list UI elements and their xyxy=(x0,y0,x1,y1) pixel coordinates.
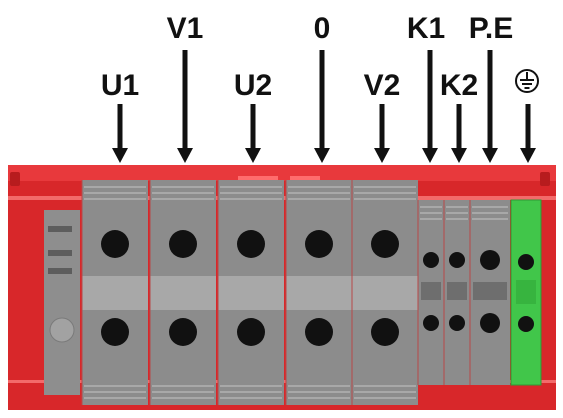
terminal-zero xyxy=(285,180,352,405)
terminal-v1 xyxy=(149,180,216,405)
screw-hole xyxy=(423,252,439,268)
arrow-u2 xyxy=(245,104,261,163)
arrow-u1 xyxy=(112,104,128,163)
screw-hole xyxy=(101,230,129,258)
arrow-zero xyxy=(314,50,330,163)
arrows xyxy=(112,50,536,163)
terminal-k1 xyxy=(417,200,444,385)
terminal-v2 xyxy=(351,180,418,405)
screw-hole xyxy=(449,315,465,331)
label-u2: U2 xyxy=(234,69,272,102)
screw-hole xyxy=(371,230,399,258)
label-pe: P.E xyxy=(469,12,514,45)
ground-terminal xyxy=(510,199,542,386)
arrow-k2 xyxy=(451,104,467,163)
screw-hole xyxy=(480,250,500,270)
end-plate xyxy=(44,210,80,395)
arrow-k1 xyxy=(422,50,438,163)
screw-hole xyxy=(237,230,265,258)
screw-hole xyxy=(237,318,265,346)
screw-hole xyxy=(371,318,399,346)
screw-hole xyxy=(480,313,500,333)
label-v1: V1 xyxy=(167,12,204,45)
screw-hole xyxy=(169,318,197,346)
label-zero: 0 xyxy=(314,12,331,45)
terminal-pe xyxy=(469,200,510,385)
terminal-u2 xyxy=(217,180,284,405)
label-u1: U1 xyxy=(101,69,139,102)
labels: V1 0 K1 P.E U1 U2 V2 K2 xyxy=(101,12,539,102)
terminal-k2 xyxy=(443,200,470,385)
screw-hole xyxy=(305,230,333,258)
arrow-v2 xyxy=(374,104,390,163)
label-k1: K1 xyxy=(407,12,445,45)
terminal-u1 xyxy=(81,180,148,405)
arrow-pe xyxy=(482,50,498,163)
large-terminals xyxy=(81,180,418,405)
label-v2: V2 xyxy=(364,69,401,102)
arrow-v1 xyxy=(177,50,193,163)
screw-hole xyxy=(423,315,439,331)
earth-ground-icon xyxy=(515,69,539,93)
arrow-earth xyxy=(520,104,536,163)
screw-hole xyxy=(101,318,129,346)
screw-hole xyxy=(169,230,197,258)
small-terminals xyxy=(417,200,510,385)
label-k2: K2 xyxy=(440,69,478,102)
screw-hole xyxy=(449,252,465,268)
screw-hole xyxy=(305,318,333,346)
